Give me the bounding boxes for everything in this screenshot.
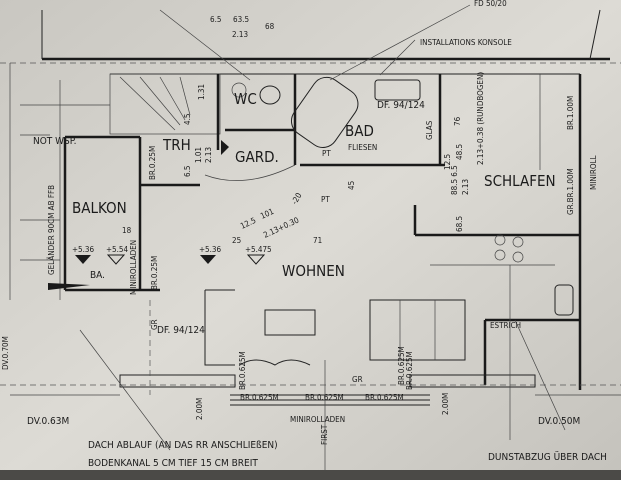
br0625-a: BR.0.625M [238,351,247,390]
first-label: FIRST [320,424,329,445]
br0625-d: BR.0.625M [365,393,404,402]
gr-label: GR [352,375,363,384]
df-bad: DF. 94/124 [377,100,425,111]
dim-71: 71 [313,236,322,245]
room-gard: GARD. [235,148,279,166]
height-200-b: 2.00M [441,393,450,415]
miniroll-label: MINIROLL [589,155,598,190]
df-wohnen: DF. 94/124 [157,325,205,336]
ba-label: BA. [90,270,105,281]
fd-label: FD 50/20 [474,0,507,8]
room-balkon: BALKON [72,199,127,217]
glas-label: GLAS [425,120,434,140]
br100-label: BR.1.00M [566,96,575,130]
top-dim-sub: 2.13 [232,30,248,39]
height-200-a: 2.00M [195,398,204,420]
level-554: +5.54 [106,245,128,254]
table-edge [0,470,621,480]
fliesen-label: FLIESEN [348,143,377,152]
minirolladen-balkon: MINIROLLADEN [129,240,138,295]
not-wsp-label: NOT WSP. [33,136,77,147]
installations-label: INSTALLATIONS KONSOLE [420,38,512,47]
room-wohnen: WOHNEN [282,262,345,280]
room-estrich: ESTRICH [490,321,521,330]
dim-18: 18 [122,226,132,235]
top-dim-1: 6.5 [210,15,221,24]
pt-label-1: PT [322,149,331,158]
br025-balkon: BR.0.25M [150,256,159,290]
room-trh: TRH [162,136,191,154]
br0625-e: BR.0.625M [405,351,414,390]
dim-76: 76 [453,116,462,126]
gr-br100-label: GR.BR.1.00M [566,168,575,215]
level-536-a: +5.36 [72,245,94,254]
br0625-b: BR.0.625M [240,393,279,402]
dim-45: 45 [347,181,356,190]
rundbogen-label: 2.13+0.38 (RUNDBOGEN) [476,72,485,165]
dv063-label: DV.0.63M [27,416,69,427]
plan-lines [0,4,621,470]
dim-131: 1.31 [197,84,206,100]
top-dim-2: 63.5 [233,15,249,24]
gr-label-2: GR [150,319,159,330]
level-536-b: +5.36 [199,245,221,254]
dim-885: 88.5 6.5 [450,165,459,195]
pt-label-2: PT [321,195,330,204]
note-bodenkanal: BODENKANAL 5 CM TIEF 15 CM BREIT [88,458,258,469]
dv070-label: DV.0.70M [1,336,10,370]
br025-trh: BR.0.25M [148,146,157,180]
dim-213b: 2.13 [461,179,470,195]
room-bad: BAD [345,122,374,140]
br0625-f: BR.0.625M [397,346,406,385]
dim-125: 12.5 [443,154,452,170]
dv050-label: DV.0.50M [538,416,580,427]
dim-485: 48.5 [455,144,464,160]
dim-685: 68.5 [455,216,464,232]
br0625-c: BR.0.625M [305,393,344,402]
dim-4-5: 4.5 [183,114,192,125]
room-wc: WC [234,90,257,108]
top-dim-3: 68 [265,22,275,31]
level-5475: +5.475 [245,245,272,254]
dim-25: 25 [232,236,241,245]
room-schlafen: SCHLAFEN [484,172,556,190]
note-dunstabzug: DUNSTABZUG ÜBER DACH [488,450,607,463]
dim-213: 2.13 [204,147,213,163]
dim-6-5: 6.5 [183,166,192,177]
gelaender-label: GELÄNDER 90CM AB FFB [46,185,56,275]
dim-101: 1.01 [194,147,203,163]
minirolladen-label: MINIROLLADEN [290,415,345,424]
note-dach-ablauf: DACH ABLAUF (AN DAS RR ANSCHLIEßEN) [88,440,278,451]
